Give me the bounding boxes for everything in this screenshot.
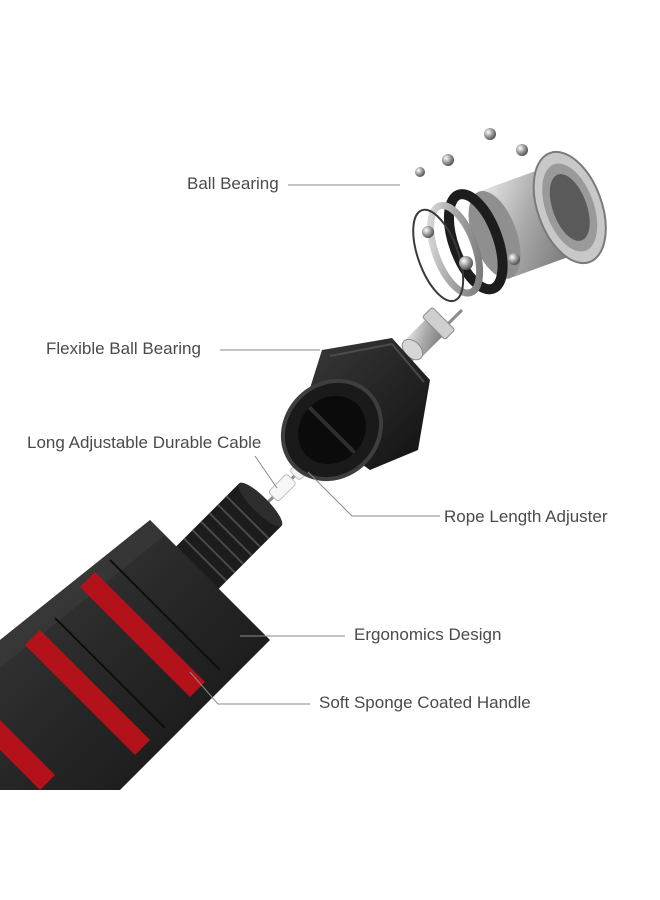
ball-bearing-assembly [412,128,607,303]
leader-lines [189,184,440,705]
label-ergonomics-design: Ergonomics Design [354,625,502,644]
label-rope-length-adjuster: Rope Length Adjuster [444,507,608,526]
rope-length-adjuster-cap [280,338,430,482]
leader-soft-sponge-handle [189,671,310,705]
cable-pin [250,307,464,520]
label-ball-bearing: Ball Bearing [187,174,279,193]
handle [0,482,283,790]
leader-cable [254,455,278,489]
leader-rope-length-adjuster [307,471,440,517]
label-long-adjustable-cable: Long Adjustable Durable Cable [27,433,262,452]
label-flexible-ball-bearing: Flexible Ball Bearing [46,339,201,358]
label-soft-sponge-handle: Soft Sponge Coated Handle [319,693,531,712]
